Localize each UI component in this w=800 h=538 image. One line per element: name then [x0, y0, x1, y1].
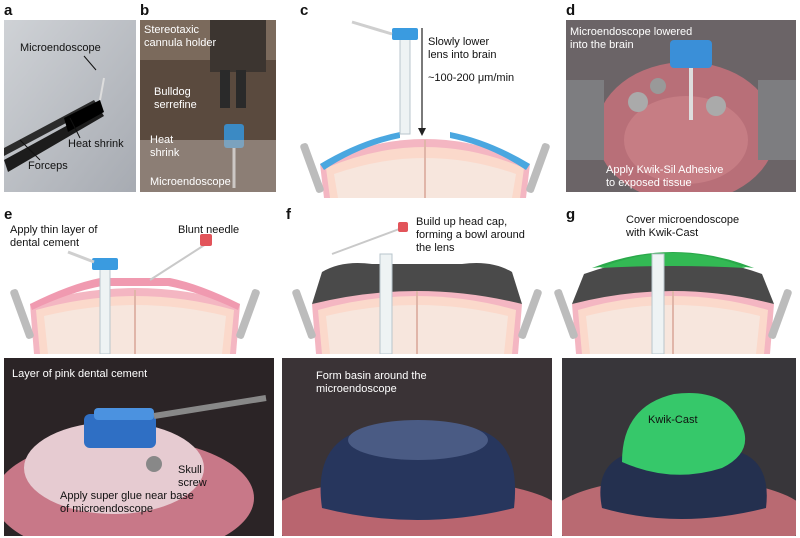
label-b-holder: Stereotaxic cannula holder [144, 24, 217, 49]
label-e-skull-screw: Skull screw [178, 464, 207, 489]
panel-letter-c: c [300, 2, 309, 19]
diagram-g [554, 252, 792, 354]
label-b-microendoscope: Microendoscope [150, 176, 231, 188]
photo-e [4, 358, 274, 536]
label-f-head-cap: Build up head cap, forming a bowl around… [416, 216, 525, 254]
label-f-basin: Form basin around the microendoscope [316, 370, 427, 395]
label-a-microendoscope: Microendoscope [20, 42, 101, 54]
panel-letter-a: a [4, 2, 13, 19]
photo-b [140, 20, 276, 192]
photo-d [566, 20, 796, 192]
label-e-blunt: Blunt needle [178, 224, 240, 236]
label-b-heat-shrink: Heat shrink [150, 134, 180, 159]
diagram-e [10, 234, 260, 354]
label-g-cover: Cover microendoscope with Kwik-Cast [626, 214, 740, 239]
label-d-adhesive: Apply Kwik-Sil Adhesive to exposed tissu… [606, 164, 724, 189]
diagram-c [300, 20, 550, 198]
label-e-pink-layer: Layer of pink dental cement [12, 368, 148, 380]
leader-lines-a [19, 55, 97, 161]
label-a-forceps: Forceps [28, 160, 68, 172]
diagram-f [292, 222, 542, 354]
panel-letter-d: d [566, 2, 576, 19]
panel-letter-g: g [566, 206, 576, 223]
label-c-rate: ~100-200 μm/min [428, 72, 515, 84]
label-c-lower: Slowly lower lens into brain [428, 36, 497, 61]
label-d-lowered: Microendoscope lowered into the brain [570, 26, 693, 51]
photo-a [4, 20, 136, 192]
panel-letter-e: e [4, 206, 13, 223]
photo-g [562, 358, 796, 536]
label-e-thin-layer: Apply thin layer of dental cement [10, 224, 98, 249]
label-e-super-glue: Apply super glue near base of microendos… [60, 490, 194, 515]
panel-letter-b: b [140, 2, 150, 19]
photo-f [282, 358, 552, 536]
label-a-heat-shrink: Heat shrink [68, 138, 124, 150]
label-b-serrefine: Bulldog serrefine [154, 86, 197, 111]
panel-letter-f: f [286, 206, 291, 223]
label-g-kwik-cast: Kwik-Cast [648, 414, 698, 426]
